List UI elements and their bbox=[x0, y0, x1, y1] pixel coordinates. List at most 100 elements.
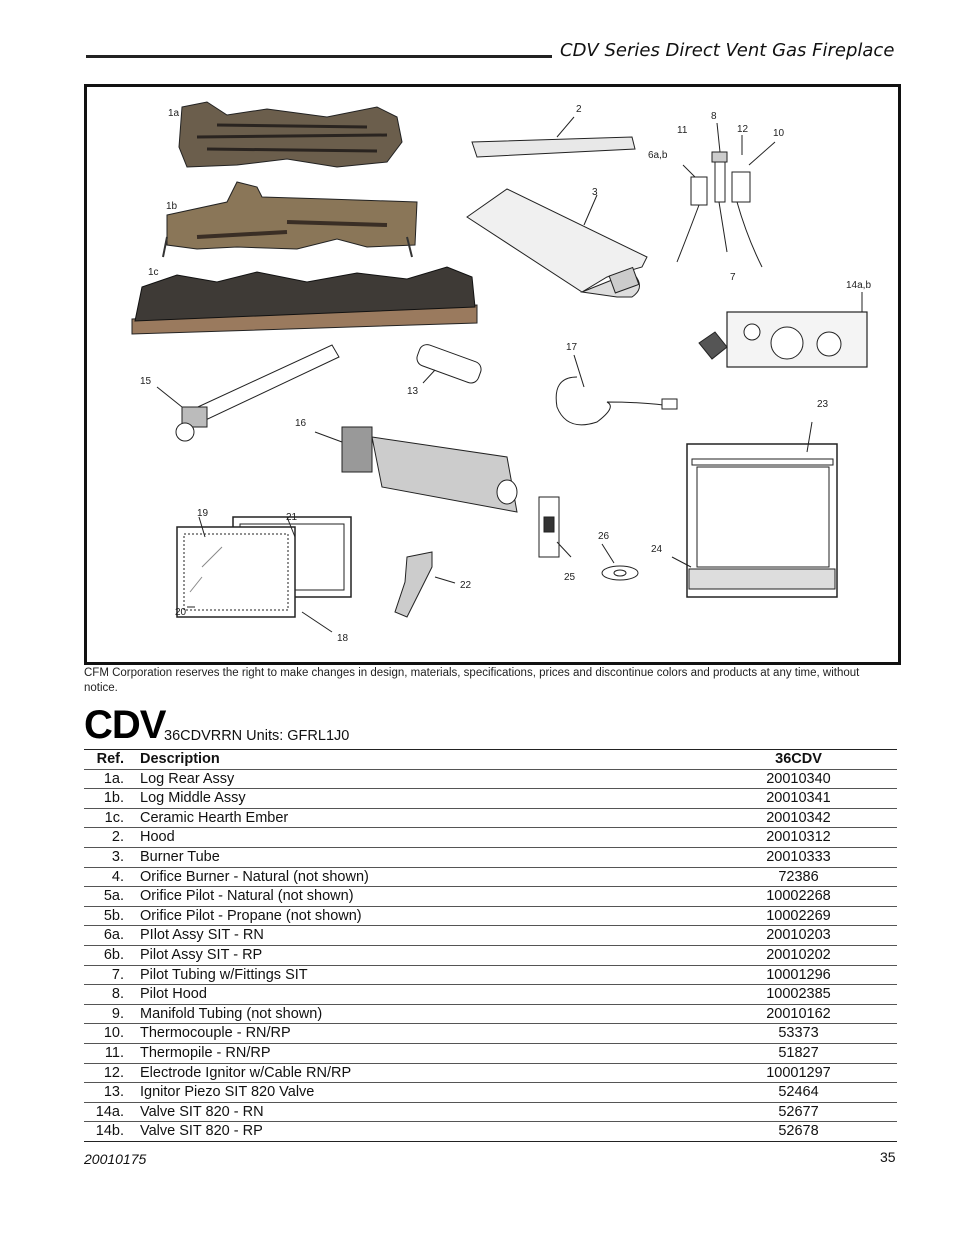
callout-8: 8 bbox=[711, 111, 717, 122]
cell-ref: 1b. bbox=[103, 790, 124, 807]
cell-description: Valve SIT 820 - RN bbox=[140, 1103, 264, 1120]
cell-ref: 10. bbox=[103, 1025, 124, 1042]
bracket-illustration bbox=[394, 551, 456, 618]
cell-part-number: 10001297 bbox=[766, 1064, 831, 1081]
cell-ref: 14a. bbox=[95, 1103, 124, 1120]
callout-20: 20 bbox=[175, 607, 187, 618]
cell-description: Valve SIT 820 - RP bbox=[140, 1123, 263, 1140]
callout-26: 26 bbox=[598, 531, 610, 542]
callout-12: 12 bbox=[737, 124, 749, 135]
table-row: 3. Burner Tube 20010333 bbox=[84, 847, 897, 867]
table-row: 9.Manifold Tubing (not shown)20010162 bbox=[84, 1004, 897, 1024]
cell-ref: 12. bbox=[103, 1064, 124, 1081]
cell-part-number: 20010341 bbox=[766, 790, 831, 807]
callout-3: 3 bbox=[592, 187, 598, 198]
log-rear-illustration bbox=[178, 101, 403, 168]
cell-ref: 1c. bbox=[104, 809, 124, 826]
cell-description: Pilot Hood bbox=[140, 986, 207, 1003]
cell-ref: 7. bbox=[111, 966, 124, 983]
power-cord-illustration bbox=[555, 354, 678, 426]
cell-ref: 5b. bbox=[103, 907, 124, 924]
cell-ref: 13. bbox=[103, 1084, 124, 1101]
fireplace-frame-illustration bbox=[671, 421, 838, 598]
callout-7: 7 bbox=[730, 272, 736, 283]
table-row: 11. Thermopile - RN/RP 51827 bbox=[84, 1043, 897, 1063]
cell-ref: 6a. bbox=[103, 927, 124, 944]
cell-description: Thermocouple - RN/RP bbox=[140, 1025, 291, 1042]
parts-table-header: Ref. Description 36CDV bbox=[84, 749, 897, 770]
callout-23: 23 bbox=[817, 399, 829, 410]
cell-description: Burner Tube bbox=[140, 848, 220, 865]
cell-ref: 4. bbox=[111, 868, 124, 885]
table-row: 5a.Orifice Pilot - Natural (not shown)10… bbox=[84, 886, 897, 907]
cell-ref: 3. bbox=[111, 848, 124, 865]
cell-part-number: 10001296 bbox=[766, 966, 831, 983]
cell-description: Ceramic Hearth Ember bbox=[140, 809, 289, 826]
cell-part-number: 20010162 bbox=[766, 1005, 831, 1022]
callout-1a: 1a bbox=[168, 108, 180, 119]
page-header-title: CDV Series Direct Vent Gas Fireplace bbox=[560, 40, 895, 61]
callout-10: 10 bbox=[773, 128, 785, 139]
footer-page-number: 35 bbox=[880, 1149, 896, 1165]
cell-ref: 6b. bbox=[103, 946, 124, 963]
cell-ref: 11. bbox=[104, 1044, 124, 1061]
log-middle-illustration bbox=[162, 181, 418, 258]
callout-18: 18 bbox=[337, 633, 349, 644]
cell-part-number: 52677 bbox=[778, 1103, 819, 1120]
table-row: 6a. PIlot Assy SIT - RN 20010203 bbox=[84, 925, 897, 946]
callout-16: 16 bbox=[295, 418, 307, 429]
cell-description: Pilot Tubing w/Fittings SIT bbox=[140, 966, 308, 983]
cell-part-number: 10002268 bbox=[766, 888, 831, 905]
cell-description: Ignitor Piezo SIT 820 Valve bbox=[140, 1084, 315, 1101]
model-units-line: 36CDVRRN Units: GFRL1J0 bbox=[164, 728, 350, 744]
header-rule bbox=[86, 55, 552, 58]
callout-13: 13 bbox=[407, 386, 419, 397]
parts-diagram: 1a 1b 1c 2 3 6a,b 7 8 10 11 12 13 14a,b … bbox=[84, 84, 901, 665]
table-row: 5b. Orifice Pilot - Propane (not shown) 10… bbox=[84, 906, 897, 926]
callout-1c: 1c bbox=[148, 267, 159, 278]
callout-2: 2 bbox=[576, 104, 582, 115]
cell-description: Orifice Pilot - Propane (not shown) bbox=[140, 907, 362, 924]
cell-description: Orifice Burner - Natural (not shown) bbox=[140, 868, 369, 885]
callout-17: 17 bbox=[566, 342, 578, 353]
disclaimer-text: CFM Corporation reserves the right to ma… bbox=[84, 667, 860, 694]
callout-11: 11 bbox=[677, 125, 688, 136]
cell-description: Pilot Assy SIT - RP bbox=[140, 946, 263, 963]
cell-description: Thermopile - RN/RP bbox=[140, 1044, 271, 1061]
parts-table: Ref. Description 36CDV 1a. Log Rear Assy 2… bbox=[84, 749, 897, 1142]
burner-tube-illustration bbox=[466, 188, 648, 298]
cell-ref: 8. bbox=[111, 986, 124, 1003]
cell-description: PIlot Assy SIT - RN bbox=[140, 927, 264, 944]
cell-part-number: 20010203 bbox=[766, 927, 831, 944]
cell-part-number: 20010202 bbox=[766, 946, 831, 963]
cell-ref: 1a. bbox=[103, 770, 124, 787]
callout-19: 19 bbox=[197, 508, 209, 519]
table-row: 8. Pilot Hood 10002385 bbox=[84, 984, 897, 1005]
cell-description: Log Rear Assy bbox=[140, 770, 235, 787]
header-description: Description bbox=[140, 751, 220, 767]
cell-ref: 9. bbox=[111, 1005, 124, 1022]
cell-ref: 2. bbox=[111, 829, 124, 846]
switch-illustration bbox=[538, 496, 572, 558]
hood-illustration bbox=[471, 116, 636, 158]
model-name: CDV bbox=[84, 703, 166, 747]
cell-description: Electrode Ignitor w/Cable RN/RP bbox=[140, 1064, 352, 1081]
cell-part-number: 20010312 bbox=[766, 829, 831, 846]
cell-part-number: 10002269 bbox=[766, 907, 831, 924]
callout-1b: 1b bbox=[166, 201, 178, 212]
cell-part-number: 20010333 bbox=[766, 848, 831, 865]
header-part-number: 36CDV bbox=[775, 751, 822, 767]
cell-ref: 5a. bbox=[103, 888, 124, 905]
callout-24: 24 bbox=[651, 544, 663, 555]
hearth-ember-illustration bbox=[131, 266, 478, 335]
gas-valve-illustration bbox=[698, 292, 868, 368]
callout-22: 22 bbox=[460, 580, 472, 591]
cell-part-number: 10002385 bbox=[766, 986, 831, 1003]
table-row: 7. Pilot Tubing w/Fittings SIT 10001296 bbox=[84, 965, 897, 985]
cell-part-number: 51827 bbox=[778, 1044, 819, 1061]
